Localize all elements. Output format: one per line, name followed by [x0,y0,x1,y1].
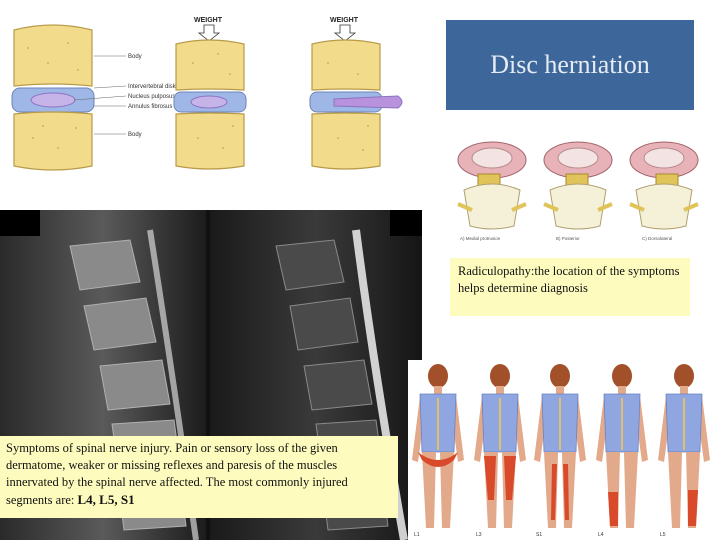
label-annulus-fibrosus: Annulus fibrosus [128,104,172,110]
page-title: Disc herniation [490,50,650,79]
weight-arrow-icon [333,24,357,42]
dermatome-figure: L3 [474,364,526,538]
label-intervertebral-disk: Intervertebral disk [128,84,177,90]
disc-caption-c: C) Dorsolateral [642,236,672,241]
compressed-vertebra-middle: WEIGHT [173,17,247,170]
disc-cross-section-c [629,141,699,230]
dermatome-label: S1 [536,532,542,538]
spine-diagram: Body Intervertebral disk Nucleus pulposu… [8,8,412,174]
disc-cross-section-panel: A) Medial protrusion B) Posterior C) Dor… [450,134,712,246]
dermatome-highlight [563,464,569,520]
weight-label-2: WEIGHT [330,17,359,24]
radiculopathy-note: Radiculopathy:the location of the sympto… [450,258,690,316]
dermatome-highlight [484,456,496,500]
injured-segments: L4, L5, S1 [77,492,135,507]
disc-cross-section-b [543,141,613,230]
normal-vertebra-left: Body Intervertebral disk Nucleus pulposu… [11,24,177,171]
dermatome-highlight [688,490,698,526]
dermatome-highlight [551,464,557,520]
label-body-top: Body [128,54,142,60]
radiculopathy-text: Radiculopathy:the location of the sympto… [458,264,680,295]
dermatome-label: L3 [476,532,482,538]
disc-cross-section-a [457,141,527,230]
symptoms-text: Symptoms of spinal nerve injury. Pain or… [6,441,348,507]
disc-caption-a: A) Medial protrusion [460,236,501,241]
dermatome-figure: L4 [596,364,648,538]
symptoms-note: Symptoms of spinal nerve injury. Pain or… [0,436,398,518]
dermatome-figure: S1 [534,364,586,538]
dermatome-highlight [608,492,618,526]
title-box: Disc herniation [446,20,694,110]
disc-caption-b: B) Posterior [556,236,580,241]
dermatome-figure: L5 [658,364,710,538]
dermatome-highlight [504,456,516,500]
label-nucleus-pulposus: Nucleus pulposus [128,94,175,100]
label-body-bottom: Body [128,132,142,138]
dermatome-label: L1 [414,532,420,538]
dermatome-label: L5 [660,532,666,538]
dermatome-figures-panel: L1 L3 S1 L4 L5 [408,360,720,540]
dermatome-highlight [418,452,458,467]
dermatome-label: L4 [598,532,604,538]
herniated-vertebra-right: WEIGHT [309,17,403,170]
weight-arrow-icon [197,24,221,42]
dermatome-figure: L1 [412,364,464,538]
weight-label-1: WEIGHT [194,17,223,24]
